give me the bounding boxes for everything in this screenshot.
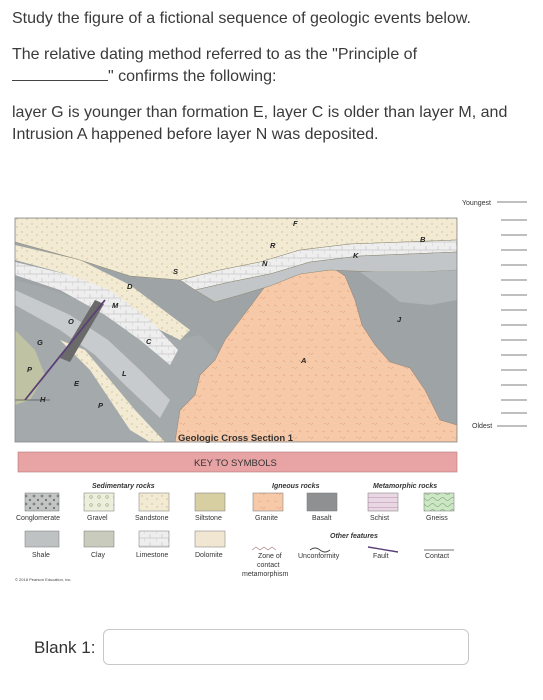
label-basalt: Basalt [312, 515, 332, 522]
swatch-shale [24, 530, 60, 548]
layer-label-h: H [40, 395, 46, 404]
copyright: © 2018 Pearson Education, Inc. [15, 577, 72, 582]
question-prompt-part2: " confirms the following: [108, 68, 277, 85]
blank-underline [12, 66, 108, 81]
scale-youngest: Youngest [462, 200, 491, 207]
layer-label-o: O [68, 317, 74, 326]
swatch-dolomite [194, 530, 226, 548]
label-dolomite: Dolomite [195, 552, 223, 559]
layer-label-l: L [122, 369, 127, 378]
label-unconformity: Unconformity [298, 553, 340, 560]
label-zone-1: Zone of [258, 553, 282, 560]
swatch-clay [83, 530, 115, 548]
symbol-fault [367, 546, 399, 553]
layer-label-j: J [397, 315, 402, 324]
blank-1-input[interactable] [103, 629, 469, 665]
layer-label-k: K [353, 251, 359, 260]
swatch-conglomerate [24, 492, 60, 512]
swatch-limestone [138, 530, 170, 548]
layer-label-e: E [74, 379, 80, 388]
swatch-siltstone [194, 492, 226, 512]
swatch-gravel [83, 492, 115, 512]
key-band [17, 451, 458, 473]
label-granite: Granite [255, 515, 278, 522]
group-metamorphic: Metamorphic rocks [373, 483, 437, 490]
cross-section [15, 218, 457, 442]
label-sandstone: Sandstone [135, 515, 169, 522]
swatch-schist [367, 492, 399, 512]
blank-1-label: Blank 1: [34, 638, 96, 657]
label-gravel: Gravel [87, 515, 108, 522]
group-sedimentary: Sedimentary rocks [92, 483, 155, 490]
question-prompt-part1: The relative dating method referred to a… [12, 46, 418, 63]
label-clay: Clay [91, 552, 106, 559]
swatch-sandstone [138, 492, 170, 512]
label-shale: Shale [32, 552, 50, 559]
figure-caption: Geologic Cross Section 1 [178, 433, 294, 444]
age-scale: Youngest Oldest [462, 200, 527, 430]
label-fault: Fault [373, 553, 389, 560]
question-facts: layer G is younger than formation E, lay… [12, 104, 508, 143]
layer-label-a: A [300, 356, 306, 365]
layer-label-p-left: P [27, 365, 33, 374]
group-other: Other features [330, 533, 378, 540]
label-schist: Schist [370, 515, 389, 522]
swatch-granite [252, 492, 284, 512]
question-prompt: The relative dating method referred to a… [12, 44, 532, 88]
layer-label-s: S [173, 267, 178, 276]
layer-label-m: M [112, 301, 119, 310]
group-igneous: Igneous rocks [272, 483, 320, 490]
label-zone-2: contact [257, 562, 280, 569]
swatch-basalt [306, 492, 338, 512]
scale-oldest: Oldest [472, 423, 492, 430]
label-siltstone: Siltstone [195, 515, 222, 522]
layer-label-c: C [146, 337, 152, 346]
layer-label-r: R [270, 241, 276, 250]
layer-label-b: B [420, 235, 426, 244]
swatch-gneiss [423, 492, 455, 512]
layer-label-d: D [127, 282, 133, 291]
geologic-figure: G O M D S R N F K B J A C L E P H P Youn… [14, 200, 527, 582]
symbol-unconformity [309, 547, 331, 553]
layer-label-n: N [262, 259, 268, 268]
label-zone-3: metamorphism [242, 571, 288, 578]
layer-label-f: F [293, 219, 298, 228]
layer-label-g: G [37, 338, 43, 347]
symbol-zone-metamorphism [251, 546, 277, 551]
key-title: KEY TO SYMBOLS [194, 458, 277, 469]
layer-label-p-right: P [98, 401, 104, 410]
question-intro: Study the figure of a fictional sequence… [12, 10, 471, 27]
label-limestone: Limestone [136, 552, 168, 559]
label-gneiss: Gneiss [426, 515, 448, 522]
label-contact: Contact [425, 553, 449, 560]
label-conglomerate: Conglomerate [16, 515, 60, 522]
